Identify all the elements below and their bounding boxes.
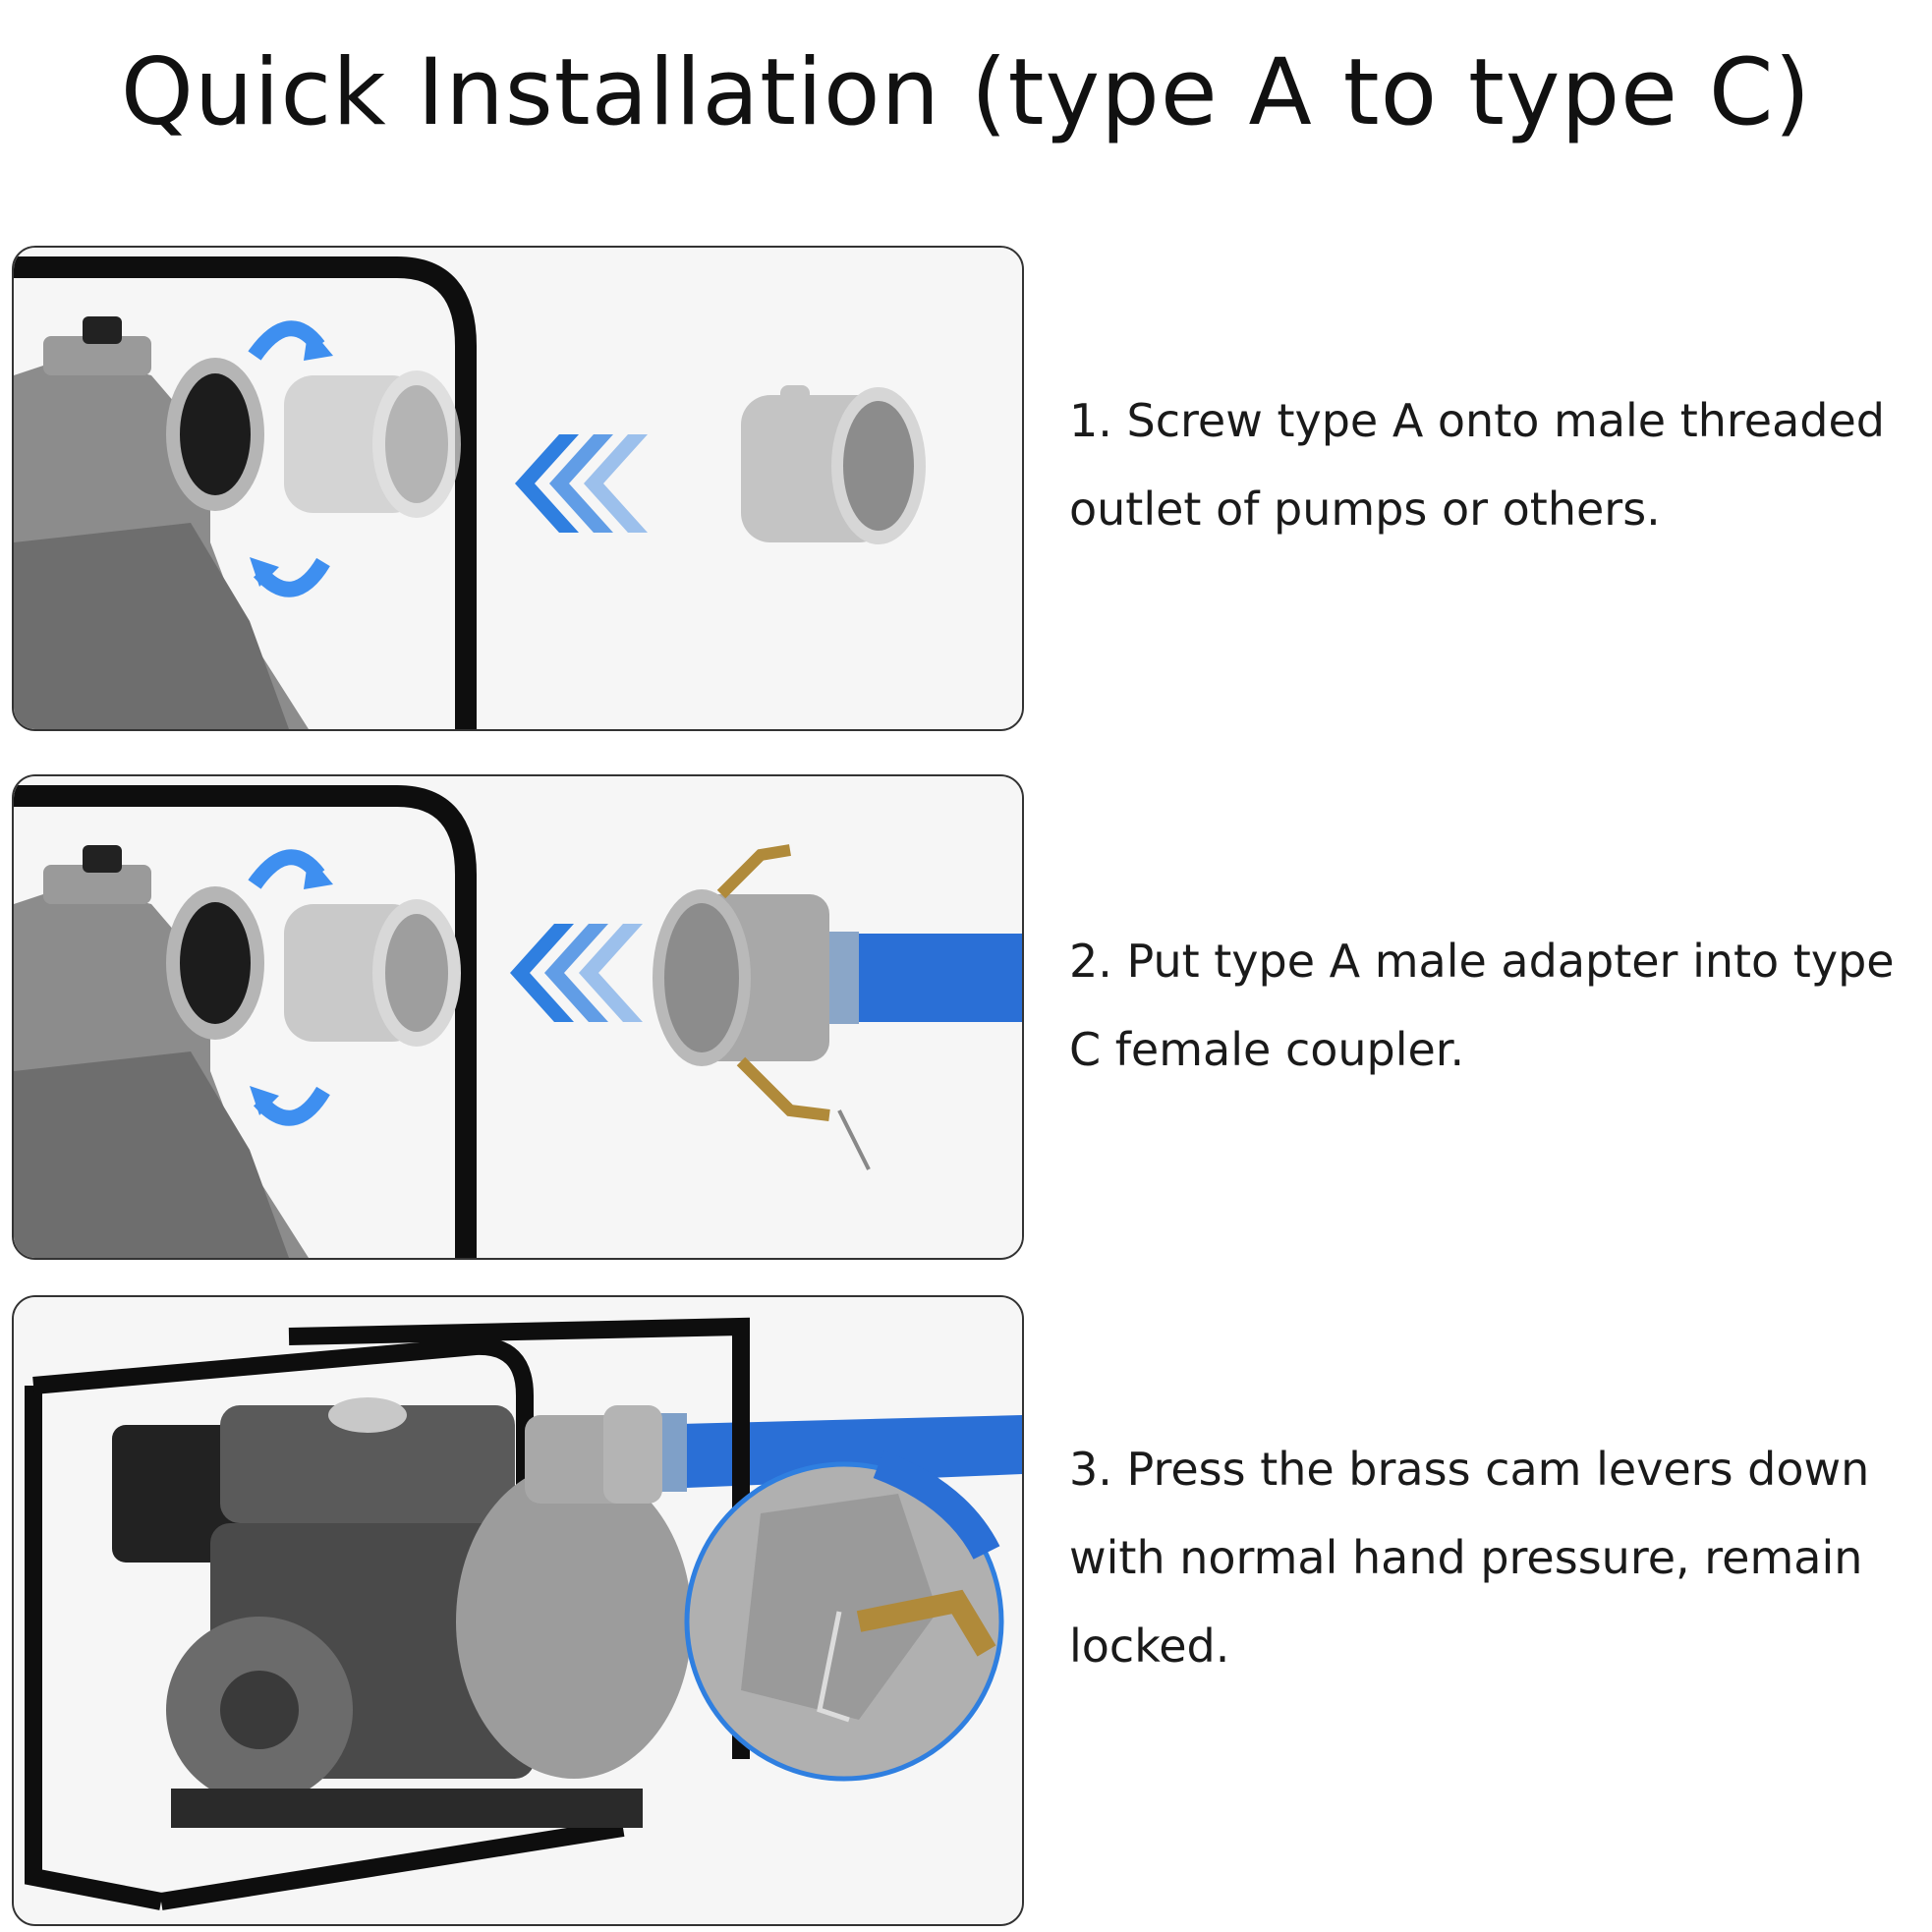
step-3-illustration xyxy=(12,1295,1024,1926)
step-3-text: 3. Press the brass cam levers down with … xyxy=(1069,1443,1870,1673)
step-2-illustration xyxy=(12,774,1024,1260)
assembled-pump-image xyxy=(14,1297,1022,1924)
step-1-text: 1. Screw type A onto male threaded outle… xyxy=(1069,394,1885,536)
adapter-coupler-image xyxy=(14,776,1022,1258)
page-title: Quick Installation (type A to type C) xyxy=(120,39,1812,146)
step-2-text: 2. Put type A male adapter into type C f… xyxy=(1069,935,1895,1076)
pump-outlet-adapter-image xyxy=(14,248,1022,729)
step-1-illustration xyxy=(12,246,1024,731)
